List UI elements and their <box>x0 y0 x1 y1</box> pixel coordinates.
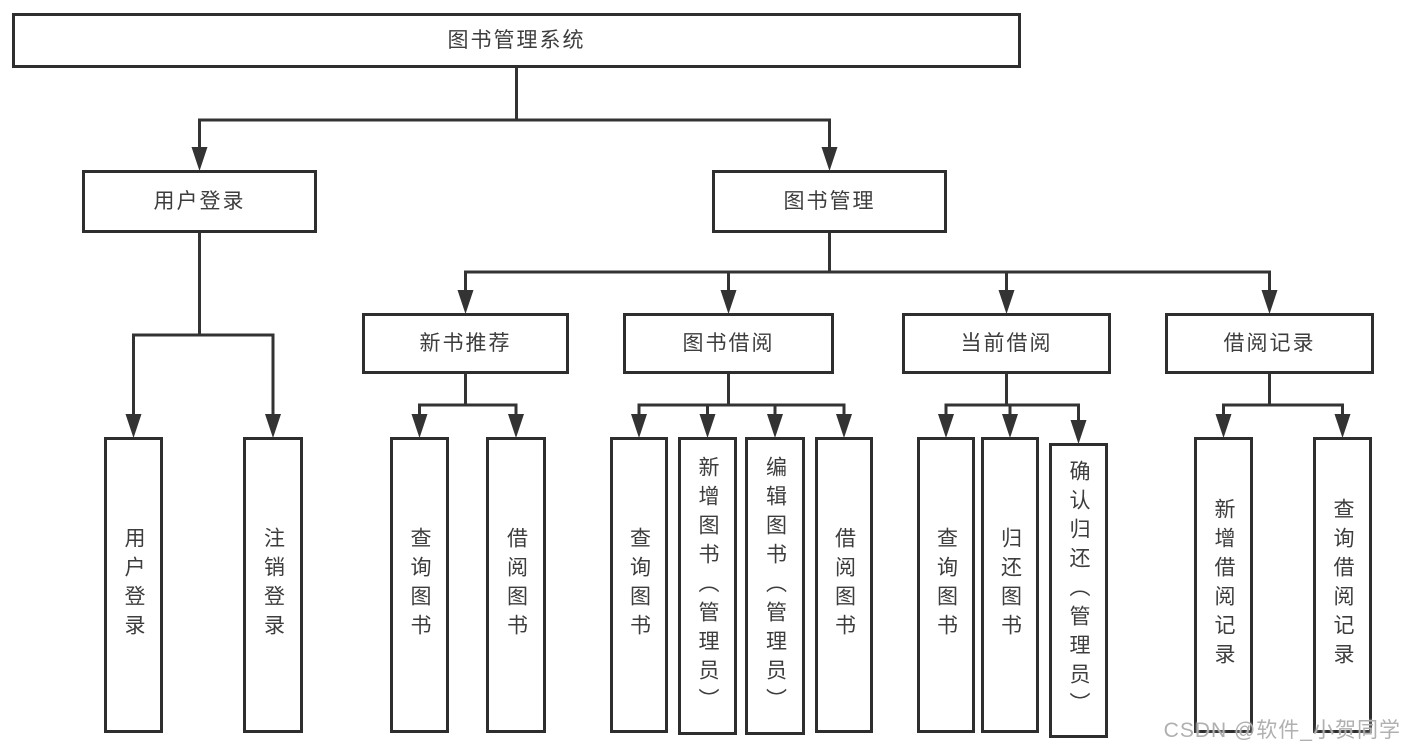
arrowhead-icon-book-borrow <box>720 290 737 314</box>
node-root: 图书管理系统 <box>12 13 1021 68</box>
node-user-login: 用户登录 <box>82 170 317 233</box>
arrowhead-icon-cb-return-book <box>1002 414 1018 438</box>
arrowhead-icon-bb-edit-book <box>767 414 783 438</box>
watermark: CSDN @软件_小贺同学 <box>1163 719 1401 742</box>
arrowhead-icon-login <box>125 414 142 438</box>
node-borrow-record: 借阅记录 <box>1165 313 1374 374</box>
arrowhead-icon-cb-query-book <box>938 414 954 438</box>
arrowhead-icon-user-login <box>191 147 208 171</box>
node-br-add-record: 新增借阅记录 <box>1194 437 1253 733</box>
node-bb-query-book: 查询图书 <box>610 437 668 733</box>
arrowhead-icon-nbr-query-book <box>411 414 428 438</box>
arrowhead-icon-br-query-record <box>1334 414 1351 438</box>
node-br-query-record: 查询借阅记录 <box>1313 437 1372 733</box>
node-new-book-rec: 新书推荐 <box>362 313 569 374</box>
node-cb-query-book: 查询图书 <box>917 437 975 733</box>
node-bb-edit-book: 编辑图书（管理员） <box>745 437 805 735</box>
arrowhead-icon-new-book-rec <box>457 290 474 314</box>
arrowhead-icon-br-add-record <box>1215 414 1232 438</box>
node-login: 用户登录 <box>104 437 163 733</box>
node-logout: 注销登录 <box>243 437 303 733</box>
node-cb-confirm-return: 确认归还（管理员） <box>1049 443 1108 738</box>
arrowhead-icon-nbr-borrow-book <box>508 414 524 438</box>
node-cb-return-book: 归还图书 <box>981 437 1039 733</box>
arrowhead-icon-bb-add-book <box>699 414 716 438</box>
node-book-borrow: 图书借阅 <box>623 313 834 374</box>
node-bb-add-book: 新增图书（管理员） <box>678 437 737 735</box>
arrowhead-icon-current-borrow <box>998 290 1015 314</box>
node-bb-borrow-book: 借阅图书 <box>815 437 873 733</box>
node-nbr-query-book: 查询图书 <box>390 437 449 733</box>
arrowhead-icon-bb-borrow-book <box>836 414 852 438</box>
arrowhead-icon-logout <box>265 414 281 438</box>
arrowhead-icon-borrow-record <box>1261 290 1278 314</box>
node-current-borrow: 当前借阅 <box>902 313 1111 374</box>
node-book-mgmt: 图书管理 <box>712 170 947 233</box>
arrowhead-icon-bb-query-book <box>631 414 647 438</box>
arrowhead-icon-book-mgmt <box>821 147 838 171</box>
arrowhead-icon-cb-confirm-return <box>1070 420 1087 444</box>
node-nbr-borrow-book: 借阅图书 <box>486 437 546 733</box>
